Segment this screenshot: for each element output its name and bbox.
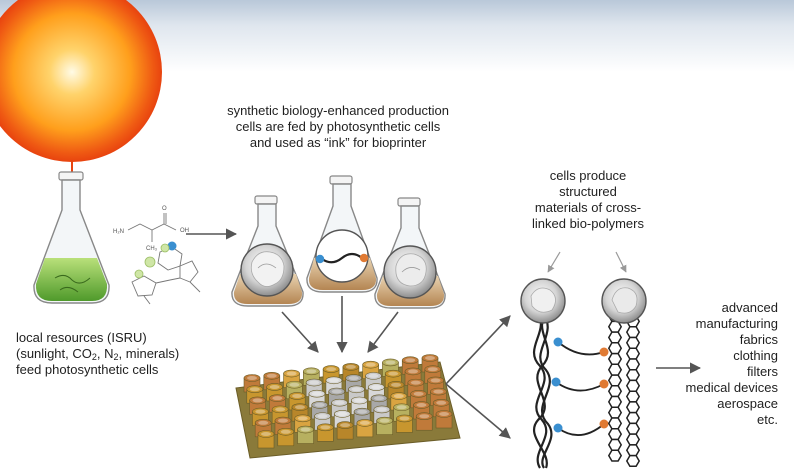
molecule-label-oxygen: O <box>162 206 167 212</box>
honeycomb-cell <box>625 454 641 468</box>
honeycomb-cell <box>607 385 623 398</box>
cells-caption-line: materials of cross- <box>534 200 642 215</box>
polymer-helix-icon <box>532 311 553 469</box>
honeycomb-cell <box>607 363 623 376</box>
plate-well <box>396 414 413 433</box>
plate-well <box>415 412 433 431</box>
application-item: clothing <box>733 348 778 363</box>
blue-crosslink-node <box>553 423 563 433</box>
plate-well <box>297 425 314 444</box>
label-pointer <box>547 251 561 273</box>
production-flask <box>306 175 378 293</box>
polymer-strand <box>321 252 363 264</box>
application-item: manufacturing <box>695 316 778 331</box>
production-caption-line: and used as “ink” for bioprinter <box>249 135 427 150</box>
plate-well <box>257 430 275 449</box>
honeycomb-cell <box>607 438 623 451</box>
honeycomb-cell <box>625 390 641 403</box>
resources-text: , N <box>96 346 114 361</box>
production-flask <box>374 197 446 309</box>
resources-list: (sunlight, CO2, N2, minerals) <box>16 346 256 362</box>
sun-icon <box>0 0 162 162</box>
honeycomb-cell <box>607 395 623 409</box>
plate-well <box>317 423 334 442</box>
molecule-label-hydroxyl: OH <box>180 228 189 234</box>
orange-crosslink-node <box>599 347 609 357</box>
plate-well <box>376 416 393 435</box>
flask-icon <box>33 171 110 304</box>
honeycomb-cell <box>607 406 623 419</box>
label-pointer <box>615 251 627 273</box>
blue-crosslink-node <box>551 377 561 387</box>
molecule-label-methyl: CH₃ <box>146 246 158 252</box>
resources-text: , minerals) <box>118 346 180 361</box>
honeycomb-cell <box>607 449 623 462</box>
application-item: etc. <box>757 412 778 427</box>
honeycomb-cell <box>607 374 623 387</box>
cells-caption-line: structured <box>559 184 617 199</box>
application-item: medical devices <box>685 380 779 395</box>
honeycomb-cell <box>625 422 641 435</box>
honeycomb-cell <box>625 358 641 371</box>
molecule-atom-blue <box>167 241 177 251</box>
honeycomb-cell <box>607 342 623 355</box>
plate-well <box>384 369 402 388</box>
molecule-atom-green <box>134 269 144 279</box>
cells-caption: cells produce structured materials of cr… <box>508 168 668 232</box>
honeycomb-cell <box>625 347 641 360</box>
resources-feed: feed photosynthetic cells <box>16 362 159 377</box>
applications-list: advanced manufacturing fabrics clothing … <box>640 300 779 428</box>
honeycomb-cell <box>625 379 641 392</box>
blue-crosslink-node <box>553 337 563 347</box>
blue-crosslink-node <box>315 254 325 264</box>
application-item: filters <box>746 364 778 379</box>
assembly-arrow <box>445 315 511 385</box>
molecule-label-amine: H₂N <box>113 229 124 235</box>
resources-text: (sunlight, CO <box>16 346 92 361</box>
crosslink-bridges <box>555 341 605 436</box>
orange-crosslink-node <box>599 379 609 389</box>
print-arrow <box>367 311 399 353</box>
molecule-icon <box>127 213 201 305</box>
honeycomb-cell <box>625 433 641 446</box>
application-item: advanced <box>721 300 778 315</box>
print-arrow <box>281 311 319 353</box>
orange-crosslink-node <box>359 253 369 263</box>
honeycomb-cell <box>607 352 623 366</box>
production-caption: synthetic biology-enhanced production ce… <box>213 103 463 151</box>
honeycomb-cell <box>625 444 641 457</box>
molecule-atom-green <box>144 256 156 268</box>
honeycomb-cell <box>625 336 641 349</box>
resources-caption: local resources (ISRU) (sunlight, CO2, N… <box>16 330 256 378</box>
resources-title: local resources (ISRU) <box>16 330 147 345</box>
production-flask <box>231 195 304 307</box>
honeycomb-chain-icon <box>607 309 641 468</box>
honeycomb-cell <box>607 417 623 430</box>
orange-crosslink-node <box>599 419 609 429</box>
cells-caption-line: cells produce <box>549 168 627 183</box>
honeycomb-cell <box>625 401 641 414</box>
honeycomb-cell <box>607 331 623 344</box>
plate-well <box>277 427 295 447</box>
honeycomb-cell <box>625 368 641 382</box>
application-item: aerospace <box>717 396 778 411</box>
honeycomb-cell <box>625 411 641 425</box>
plate-well <box>336 421 354 440</box>
cells-caption-line: linked bio-polymers <box>532 216 644 231</box>
honeycomb-cell <box>625 325 641 339</box>
plate-well <box>407 378 425 397</box>
cell-circle-icon <box>315 229 369 283</box>
subscript: 2 <box>91 352 97 362</box>
application-item: fabrics <box>739 332 778 347</box>
plate-well <box>356 419 374 438</box>
production-caption-line: synthetic biology-enhanced production <box>227 103 449 118</box>
honeycomb-cell <box>607 428 623 441</box>
plate-well <box>435 410 453 429</box>
molecule-atom-green <box>160 243 170 253</box>
subscript: 2 <box>113 352 119 362</box>
bioprinter-plate-icon <box>235 354 461 459</box>
production-caption-line: cells are fed by photosynthetic cells <box>235 119 441 134</box>
assembly-arrow <box>445 383 511 439</box>
